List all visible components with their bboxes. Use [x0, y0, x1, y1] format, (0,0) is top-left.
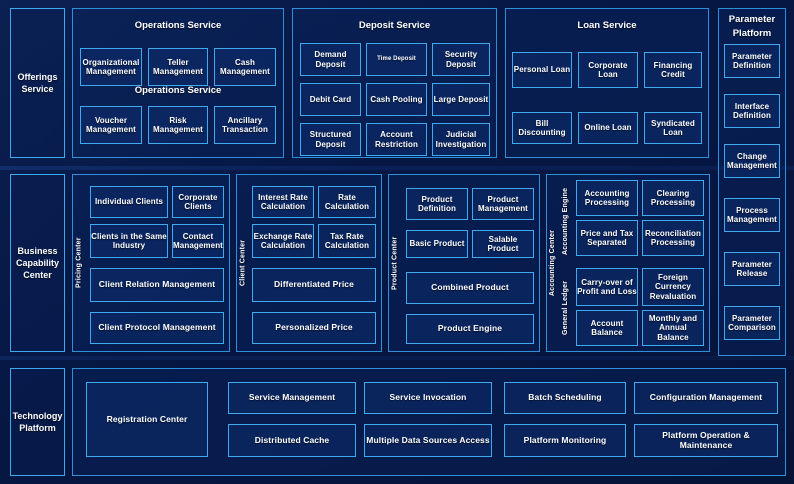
item-account-restriction[interactable]: Account Restriction [366, 123, 427, 156]
item-tax-rate-calculation[interactable]: Tax Rate Calculation [318, 224, 376, 258]
sidebar-item-technology-platform[interactable]: Technology Platform [10, 368, 65, 476]
item-platform-monitoring[interactable]: Platform Monitoring [504, 424, 626, 457]
item-structured-deposit[interactable]: Structured Deposit [300, 123, 361, 156]
item-rate-calculation[interactable]: Rate Calculation [318, 186, 376, 218]
item-bill-discounting[interactable]: Bill Discounting [512, 112, 572, 144]
item-interest-rate-calculation[interactable]: Interest Rate Calculation [252, 186, 314, 218]
item-distributed-cache[interactable]: Distributed Cache [228, 424, 356, 457]
item-individual-clients[interactable]: Individual Clients [90, 186, 168, 218]
item-large-deposit[interactable]: Large Deposit [432, 83, 490, 116]
item-price-and-tax-separated[interactable]: Price and Tax Separated [576, 220, 638, 256]
item-clearing-processing[interactable]: Clearing Processing [642, 180, 704, 216]
item-product-management[interactable]: Product Management [472, 188, 534, 220]
group-title-operations-service: Operations Service [134, 20, 222, 31]
item-carry-over-of-profit-and-loss[interactable]: Carry-over of Profit and Loss [576, 268, 638, 306]
item-account-balance[interactable]: Account Balance [576, 310, 638, 346]
item-clients-in-the-same-industry[interactable]: Clients in the Same Industry [90, 224, 168, 258]
item-risk-management[interactable]: Risk Management [148, 106, 208, 144]
item-monthly-and-annual-balance[interactable]: Monthly and Annual Balance [642, 310, 704, 346]
item-cash-pooling[interactable]: Cash Pooling [366, 83, 427, 116]
item-online-loan[interactable]: Online Loan [578, 112, 638, 144]
item-multiple-data-sources-access[interactable]: Multiple Data Sources Access [364, 424, 492, 457]
item-combined-product[interactable]: Combined Product [406, 272, 534, 304]
item-process-management[interactable]: Process Management [724, 198, 780, 232]
item-contact-management[interactable]: Contact Management [172, 224, 224, 258]
group-label-client-center: Client Center [239, 239, 247, 287]
item-reconciliation-processing[interactable]: Reconciliation Processing [642, 220, 704, 256]
group-label-accounting-engine: Accounting Engine [562, 187, 569, 255]
group-title-deposit-service: Deposit Service [358, 20, 431, 31]
group-title-loan-service: Loan Service [577, 20, 637, 31]
item-parameter-definition[interactable]: Parameter Definition [724, 44, 780, 78]
parameter-platform-title-line1: Parameter [728, 14, 776, 25]
parameter-platform-title-line2: Platform [732, 28, 772, 39]
item-batch-scheduling[interactable]: Batch Scheduling [504, 382, 626, 414]
sidebar-item-business-capability-center[interactable]: Business Capability Center [10, 174, 65, 352]
item-parameter-release[interactable]: Parameter Release [724, 252, 780, 286]
item-personal-loan[interactable]: Personal Loan [512, 52, 572, 88]
item-product-engine[interactable]: Product Engine [406, 314, 534, 344]
item-foreign-currency-revaluation[interactable]: Foreign Currency Revaluation [642, 268, 704, 306]
item-debit-card[interactable]: Debit Card [300, 83, 361, 116]
sidebar-item-offerings-service[interactable]: Offerings Service [10, 8, 65, 158]
item-interface-definition[interactable]: Interface Definition [724, 94, 780, 128]
item-security-deposit[interactable]: Security Deposit [432, 43, 490, 76]
item-product-definition[interactable]: Product Definition [406, 188, 468, 220]
item-exchange-rate-calculation[interactable]: Exchange Rate Calculation [252, 224, 314, 258]
item-basic-product[interactable]: Basic Product [406, 230, 468, 258]
item-financing-credit[interactable]: Financing Credit [644, 52, 702, 88]
item-configuration-management[interactable]: Configuration Management [634, 382, 778, 414]
item-client-protocol-management[interactable]: Client Protocol Management [90, 312, 224, 344]
item-client-relation-management[interactable]: Client Relation Management [90, 268, 224, 302]
item-cash-management[interactable]: Cash Management [214, 48, 276, 86]
item-accounting-processing[interactable]: Accounting Processing [576, 180, 638, 216]
item-judicial-investigation[interactable]: Judicial Investigation [432, 123, 490, 156]
item-corporate-loan[interactable]: Corporate Loan [578, 52, 638, 88]
item-service-management[interactable]: Service Management [228, 382, 356, 414]
item-organizational-management[interactable]: Organizational Management [80, 48, 142, 86]
item-voucher-management[interactable]: Voucher Management [80, 106, 142, 144]
item-corporate-clients[interactable]: Corporate Clients [172, 186, 224, 218]
item-syndicated-loan[interactable]: Syndicated Loan [644, 112, 702, 144]
item-teller-management[interactable]: Teller Management [148, 48, 208, 86]
item-registration-center[interactable]: Registration Center [86, 382, 208, 457]
item-change-management[interactable]: Change Management [724, 144, 780, 178]
group-label-pricing-center: Pricing Center [75, 237, 83, 289]
item-platform-operation-and-maintenance[interactable]: Platform Operation & Maintenance [634, 424, 778, 457]
group-label-product-center: Product Center [391, 236, 399, 290]
item-ancillary-transaction[interactable]: Ancillary Transaction [214, 106, 276, 144]
item-differentiated-price[interactable]: Differentiated Price [252, 268, 376, 302]
item-salable-product[interactable]: Salable Product [472, 230, 534, 258]
item-service-invocation[interactable]: Service Invocation [364, 382, 492, 414]
group-subtitle-operations-service: Operations Service [134, 85, 222, 96]
group-label-accounting-center: Accounting Center [549, 230, 556, 297]
item-personalized-price[interactable]: Personalized Price [252, 312, 376, 344]
item-time-deposit[interactable]: Time Deposit [366, 43, 427, 76]
item-parameter-comparison[interactable]: Parameter Comparison [724, 306, 780, 340]
group-label-general-ledger: General Ledger [562, 280, 569, 336]
item-demand-deposit[interactable]: Demand Deposit [300, 43, 361, 76]
